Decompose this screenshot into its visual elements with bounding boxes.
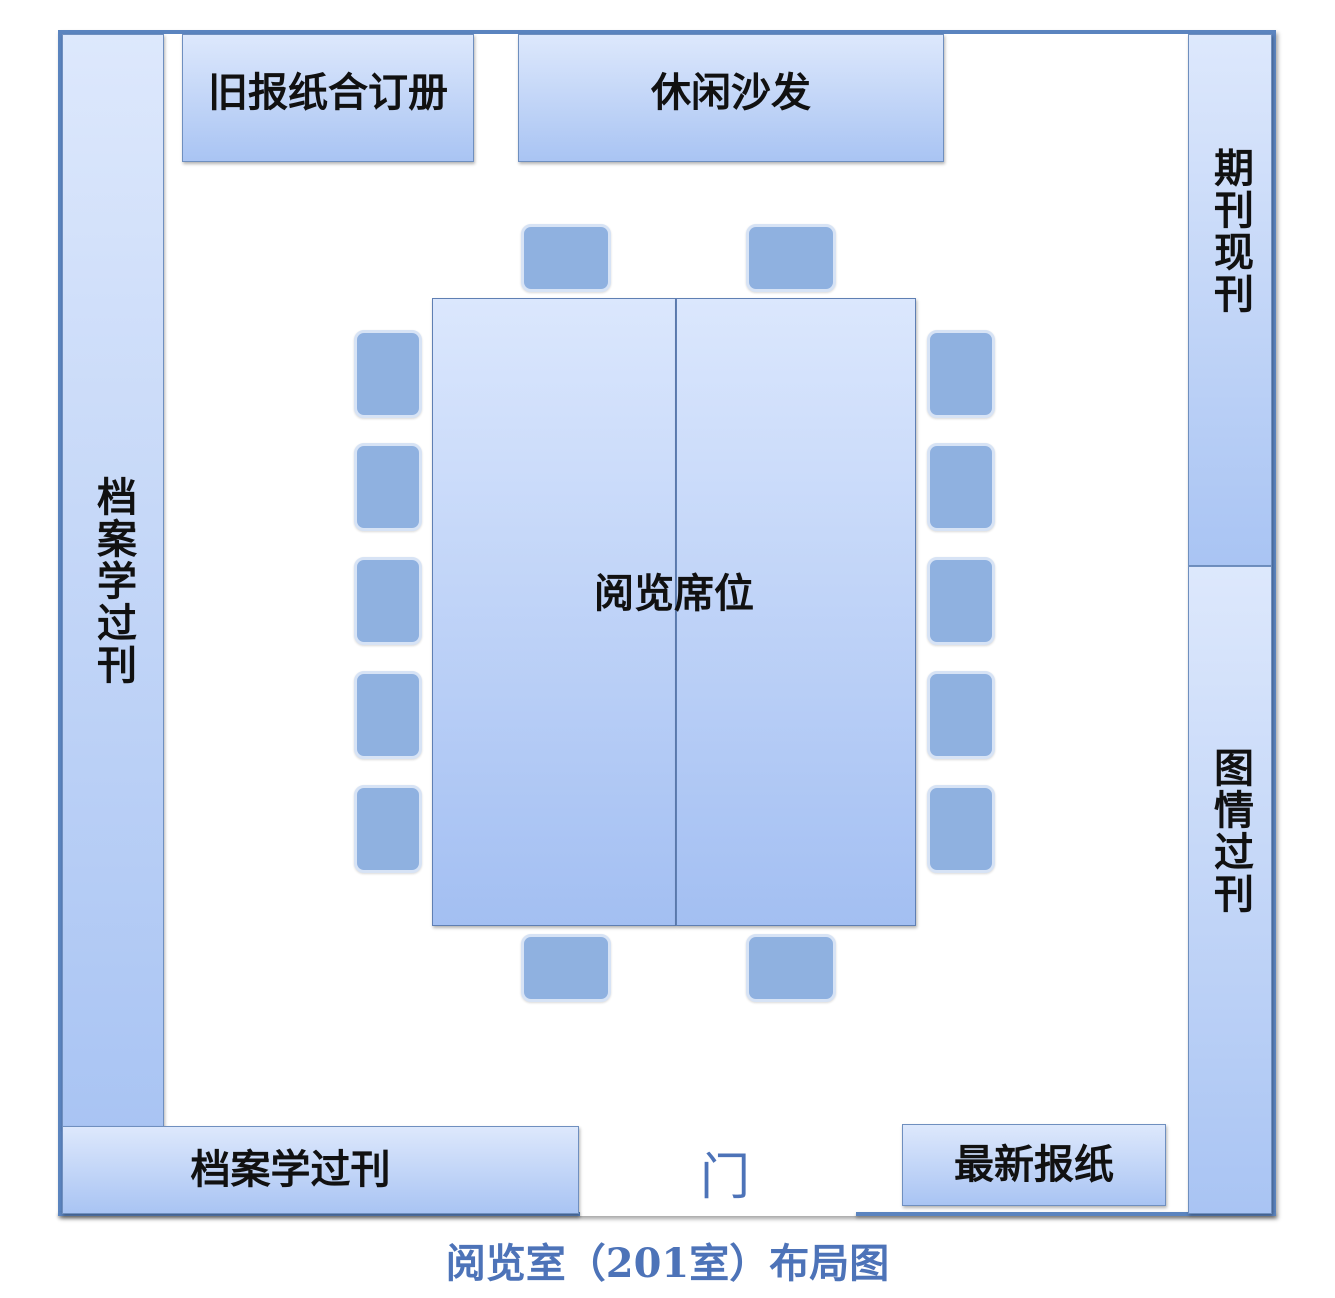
chair [746,224,836,292]
chair [521,224,611,292]
chair [354,557,422,645]
shelf-archives-past-bottom: 档案学过刊 [62,1126,579,1214]
chair [927,443,995,531]
wall-bottom-right [856,1212,1276,1216]
chair [927,785,995,873]
chair [354,443,422,531]
shelf-latest-newspapers: 最新报纸 [902,1124,1166,1206]
chair [927,557,995,645]
shelf-intelligence-past-label: 图情过刊 [1207,747,1253,915]
shelf-old-newspaper-bound-label: 旧报纸合订册 [208,70,448,116]
shelf-archives-past-left: 档案学过刊 [62,34,164,1128]
door-label: 门 [700,1148,750,1206]
sofa: 休闲沙发 [518,34,944,162]
chair [521,934,611,1002]
diagram-caption: 阅览室（201室）布局图 [445,1240,890,1287]
chair [927,671,995,759]
shelf-intelligence-past: 图情过刊 [1188,566,1272,1214]
reading-table-left [432,298,676,926]
shelf-archives-past-left-label: 档案学过刊 [90,476,136,686]
chair [927,330,995,418]
shelf-archives-past-bottom-label: 档案学过刊 [190,1147,391,1193]
chair [354,671,422,759]
shelf-old-newspaper-bound: 旧报纸合订册 [182,34,474,162]
shelf-latest-newspapers-label: 最新报纸 [954,1142,1114,1188]
reading-table-label: 阅览席位 [594,571,754,617]
shelf-periodicals-current-label: 期刊现刊 [1207,147,1253,315]
chair [354,330,422,418]
wall-bottom-left [58,1212,580,1216]
reading-table-right [676,298,916,926]
chair [746,934,836,1002]
chair [354,785,422,873]
room-walls [58,30,1276,1216]
sofa-label: 休闲沙发 [651,70,811,116]
shelf-periodicals-current: 期刊现刊 [1188,34,1272,566]
